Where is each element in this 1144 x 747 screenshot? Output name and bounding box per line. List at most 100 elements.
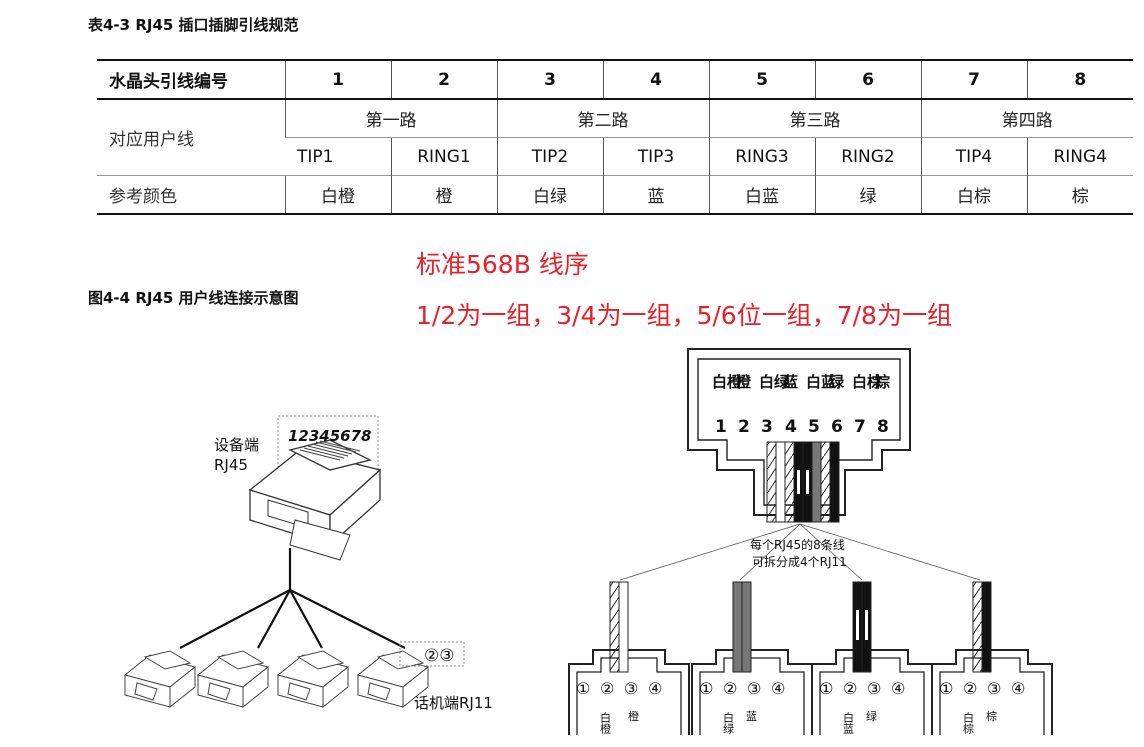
jack-pin: 8 [877, 417, 889, 437]
color-cell: 白绿 [496, 175, 603, 215]
rj11-pin: ② [600, 679, 614, 698]
rj45-pin-spec-table: 水晶头引线编号 1 2 3 4 5 6 7 8 对应用户线 第一路 第二路 第三… [97, 59, 1133, 215]
rj11-pin: ③ [867, 679, 881, 698]
pin-number: 1 [284, 59, 391, 100]
color-cell: 橙 [390, 175, 497, 215]
split-note-1: 每个RJ45的8条线 [750, 537, 845, 552]
pin-number: 4 [602, 59, 709, 100]
rj11-color-label: 橙 [628, 709, 639, 723]
signal-cell: RING1 [390, 137, 497, 176]
table-caption: 表4-3 RJ45 插口插脚引线规范 [88, 16, 299, 34]
phone-pins-box [399, 641, 465, 667]
jack-color-label: 白棕 [852, 373, 882, 391]
color-cell: 白棕 [920, 175, 1027, 215]
jack-pin: 2 [738, 417, 750, 437]
user-line-label: 对应用户线 [97, 98, 285, 176]
jack-pin: 4 [785, 417, 797, 437]
signal-cell: TIP4 [920, 137, 1027, 176]
pin-number: 7 [920, 59, 1027, 100]
pin-number: 8 [1026, 59, 1133, 100]
phone-rj11-plug [276, 650, 350, 709]
rj11-pin: ① [939, 679, 953, 698]
group-cell: 第四路 [920, 98, 1133, 138]
signal-cell: TIP2 [496, 137, 603, 176]
device-label-2: RJ45 [214, 456, 248, 474]
table-row: TIP1 RING1 TIP2 TIP3 RING3 RING2 TIP4 RI… [97, 137, 1133, 176]
rj11-pin: ④ [1011, 679, 1025, 698]
rj11-jack [691, 581, 813, 735]
rj11-pin: ③ [987, 679, 1001, 698]
table-row: 参考颜色 白橙 橙 白绿 蓝 白蓝 绿 白棕 棕 [97, 175, 1133, 215]
rj11-color-label: 白蓝 [842, 711, 855, 734]
phone-end-label: 话机端RJ11 [414, 694, 493, 712]
rj11-color-label: 蓝 [746, 710, 757, 723]
signal-cell: TIP3 [602, 137, 709, 176]
fanout-lines [179, 548, 406, 649]
rj11-pin: ② [723, 679, 737, 698]
jack-pin: 3 [761, 417, 773, 437]
jack-pin-numbers: 1 2 3 4 5 6 7 8 [715, 417, 889, 437]
color-cell: 白蓝 [708, 175, 815, 215]
pin-number: 2 [390, 59, 497, 100]
jack-color-label: 绿 [829, 373, 845, 391]
jack-wire-strands [766, 441, 840, 523]
annotation-groups: 1/2为一组，3/4为一组，5/6位一组，7/8为一组 [416, 301, 952, 330]
rj11-pin: ② [963, 679, 977, 698]
table-header-row: 水晶头引线编号 1 2 3 4 5 6 7 8 [97, 59, 1133, 100]
signal-cell: TIP1 [285, 137, 391, 176]
phone-pins-label: ②③ [424, 646, 454, 666]
jack-color-label: 白橙 [712, 373, 743, 391]
rj11-color-label: 白橙 [599, 711, 612, 735]
rj11-color-label: 白绿 [722, 711, 735, 734]
rj11-pin: ④ [771, 679, 785, 698]
color-label: 参考颜色 [97, 175, 285, 215]
color-cell: 白橙 [284, 175, 391, 215]
split-lines [619, 523, 981, 581]
pin-number: 5 [708, 59, 815, 100]
jack-pin: 1 [715, 417, 727, 437]
rj11-jack [931, 581, 1053, 735]
color-cell: 绿 [814, 175, 921, 215]
signal-cell: RING3 [708, 137, 815, 176]
device-label-1: 设备端 [214, 436, 259, 454]
phone-rj11-plug [123, 650, 197, 709]
rj11-color-label: 绿 [866, 709, 877, 723]
color-cell: 棕 [1026, 175, 1133, 215]
jack-color-label: 白绿 [759, 373, 790, 391]
rj11-color-label: 白棕 [962, 711, 975, 735]
jack-color-labels: 白橙 橙 白绿 蓝 白蓝 绿 白棕 棕 [712, 373, 890, 391]
jack-color-label: 棕 [875, 373, 890, 391]
rj11-pin: ① [819, 679, 833, 698]
rj11-jack [568, 581, 690, 735]
signal-cell: RING4 [1026, 137, 1133, 176]
pin-number: 3 [496, 59, 603, 100]
group-cell: 第三路 [708, 98, 921, 138]
rj11-pin: ② [843, 679, 857, 698]
rj11-pin: ① [699, 679, 713, 698]
device-rj45-plug [248, 415, 382, 561]
group-cell: 第一路 [284, 98, 497, 138]
color-cell: 蓝 [602, 175, 709, 215]
phone-rj11-plug [196, 650, 270, 709]
figure-caption: 图4-4 RJ45 用户线连接示意图 [88, 289, 299, 307]
annotation-title: 标准568B 线序 [416, 250, 589, 279]
pin-number: 6 [814, 59, 921, 100]
jack-pin: 6 [831, 417, 843, 437]
split-note-2: 可拆分成4个RJ11 [752, 554, 847, 569]
header-label: 水晶头引线编号 [97, 59, 285, 100]
jack-pin: 7 [854, 417, 866, 437]
jack-color-label: 蓝 [783, 373, 798, 391]
signal-cell: RING2 [814, 137, 921, 176]
rj11-pin: ④ [891, 679, 905, 698]
rj11-pin: ① [576, 679, 590, 698]
rj11-jack [811, 581, 933, 735]
group-cell: 第二路 [496, 98, 709, 138]
jack-color-label: 白蓝 [806, 373, 836, 391]
jack-color-label: 橙 [736, 373, 752, 391]
rj11-pin: ③ [624, 679, 638, 698]
rj11-pin: ③ [747, 679, 761, 698]
rj11-pin: ④ [648, 679, 662, 698]
table-row: 对应用户线 第一路 第二路 第三路 第四路 [97, 98, 1133, 176]
device-pin-numbers: 12345678 [288, 427, 372, 445]
